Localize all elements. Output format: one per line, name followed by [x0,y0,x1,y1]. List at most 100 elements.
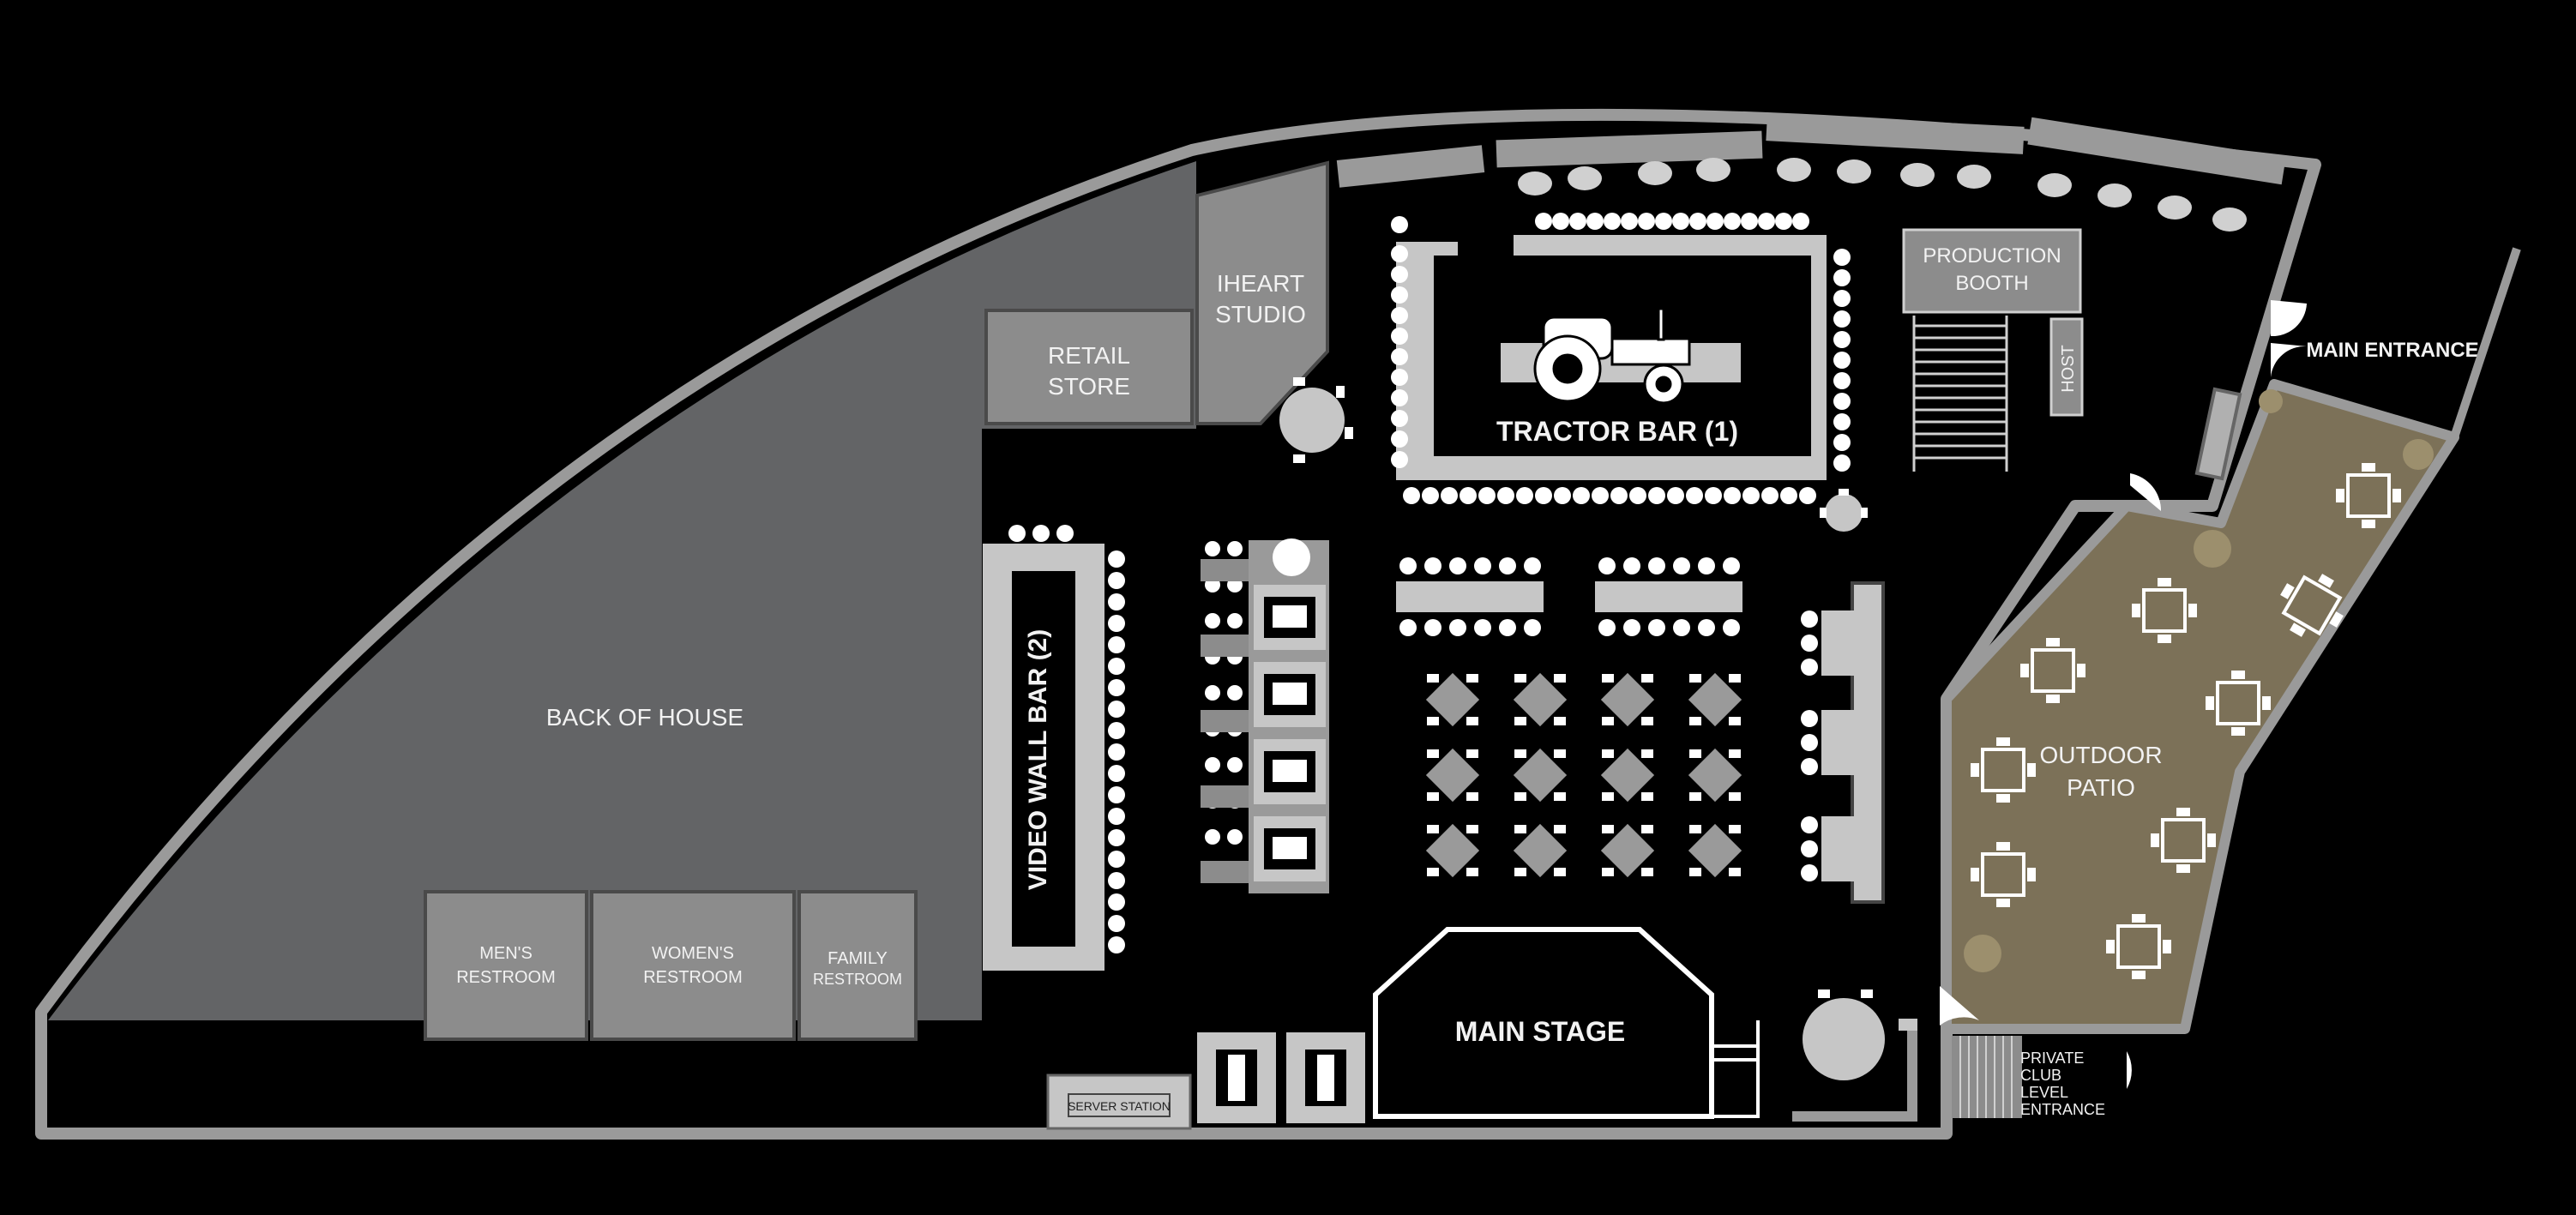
square-table [1513,748,1568,803]
bar-stool [1391,348,1408,365]
table-stool [1648,557,1665,574]
bar-stool [1535,487,1552,504]
bar-stool [1586,213,1604,230]
patio-table-top [2216,681,2260,725]
bar-stool [1833,372,1851,389]
bar-stool [1108,765,1125,782]
iheart-studio-label-1: IHEART [1217,270,1304,297]
patio-table [1971,737,2036,803]
patio-table [2020,638,2085,703]
bar-stool [1638,213,1655,230]
table-stool [1698,557,1715,574]
bar-stool [1535,213,1552,230]
table-chair [1729,749,1741,758]
family-restroom-label-2: RESTROOM [813,971,902,988]
bar-stool [1108,572,1125,589]
bar-stool [1686,487,1703,504]
bar-stool [1667,487,1684,504]
table-stool [1598,557,1616,574]
table-chair [1466,717,1478,725]
tractor-bar: TRACTOR BAR (1) [1396,235,1827,480]
bar-stool [1833,393,1851,410]
table-chair [1602,674,1614,683]
patio-table [2132,578,2197,643]
table-chair [1554,749,1566,758]
bar-stool [1478,487,1496,504]
bar-stool [1761,487,1779,504]
booth-table [1273,837,1307,859]
bar-stool [1833,434,1851,451]
womens-restroom [590,890,796,1041]
bar-stool [1391,410,1408,427]
retail-store-label-2: STORE [1048,373,1130,400]
bar-stool [1741,213,1758,230]
square-table-grid [1425,672,1742,878]
bar-stool [1391,430,1408,448]
bar-stool [1108,722,1125,739]
bar-stool [1648,487,1665,504]
booth-stool [1227,685,1243,701]
bar-stool [1706,213,1724,230]
patio-chair [2020,664,2029,677]
bar-stool [1391,266,1408,283]
patio-chair [2336,489,2344,502]
booth-table [1273,760,1307,782]
mens-restroom-label-2: RESTROOM [456,968,556,987]
patio-chair [1996,842,2010,851]
patio-table-top [2346,473,2391,518]
booth-column [1201,538,1329,893]
bar-stool [1056,525,1074,542]
table-stool [1673,557,1690,574]
patio-chair [2231,671,2245,679]
table-chair [1641,868,1653,876]
table-stool [1499,557,1516,574]
main-stage [1373,927,1714,1119]
table-chair [1427,825,1439,833]
square-table [1425,823,1480,878]
private-club-label-1: PRIVATE [2020,1050,2084,1067]
table-stool [1424,619,1441,636]
square-table [1600,672,1655,727]
patio-chair [2046,695,2060,703]
bar-stool [1108,851,1125,868]
booth-shelf [1201,785,1249,808]
booth-stool [1205,685,1220,701]
bar-stool [1833,454,1851,472]
mens-restroom [424,890,588,1041]
back-of-house-label: BACK OF HOUSE [546,704,743,731]
table-chair [1514,792,1526,801]
bar-stool [1108,593,1125,611]
host-stand [2049,317,2084,417]
table-chair [1689,717,1701,725]
outdoor-patio [1941,379,2459,1034]
table-chair [1466,674,1478,683]
iheart-studio [1195,160,1329,425]
table-stool [1524,557,1541,574]
table-chair [1729,868,1741,876]
bar-stool [1108,679,1125,696]
bar-stool [1629,487,1646,504]
retail-store [984,309,1194,425]
booth-shelf [1201,710,1249,732]
table-chair [1514,868,1526,876]
main-entrance-label: MAIN ENTRANCE [2306,339,2478,362]
production-booth-label-2: BOOTH [1955,272,2028,295]
table-stool [1499,619,1516,636]
patio-doors [1940,473,2162,1089]
square-table [1688,823,1742,878]
patio-table-top [1981,852,2025,897]
production-booth-stairs [1912,316,2008,472]
patio-plants [1964,389,2434,972]
bar-stool [1391,389,1408,406]
table-chair [1641,792,1653,801]
table-chair [1514,749,1526,758]
table-chair [1689,749,1701,758]
tractor-bar-label: TRACTOR BAR (1) [1496,416,1738,447]
booth-table [1273,683,1307,705]
patio-table-top [2281,574,2343,636]
bar-stool [1108,915,1125,932]
patio-chair [1996,794,2010,803]
bar-stool [1391,451,1408,468]
square-table [1688,672,1742,727]
east-booth-table [1821,710,1856,775]
